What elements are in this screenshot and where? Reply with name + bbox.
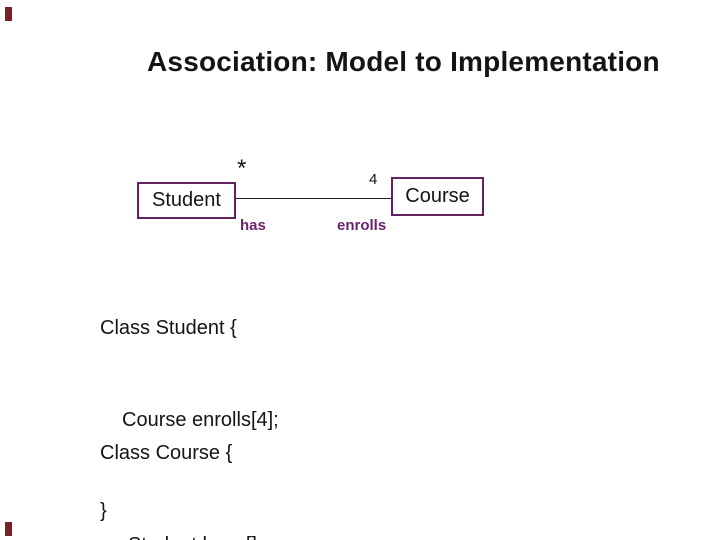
code-line: }	[100, 500, 107, 522]
slide-title: Association: Model to Implementation	[147, 46, 660, 77]
code-line: Student have[];	[100, 530, 263, 540]
role-label-has: has	[240, 217, 266, 234]
class-name-student: Student	[152, 189, 221, 211]
class-box-course: Course	[391, 177, 484, 216]
code-block-course: Class Course { Student have[]; }	[100, 377, 263, 540]
multiplicity-course-side: 4	[369, 171, 378, 188]
class-name-course: Course	[405, 185, 470, 207]
role-label-enrolls: enrolls	[337, 217, 387, 234]
multiplicity-student-side: *	[237, 155, 247, 182]
code-line: Class Course {	[100, 442, 233, 464]
association-line	[236, 198, 391, 199]
scan-artifact-top-left	[5, 7, 12, 21]
scan-artifact-bottom-left	[5, 522, 12, 536]
class-box-student: Student	[137, 182, 236, 219]
code-line: Course enrolls[4];	[122, 408, 279, 431]
code-block-student: Class Student { Course enrolls[4]; }	[100, 252, 279, 540]
code-line: Class Student {	[100, 317, 237, 339]
